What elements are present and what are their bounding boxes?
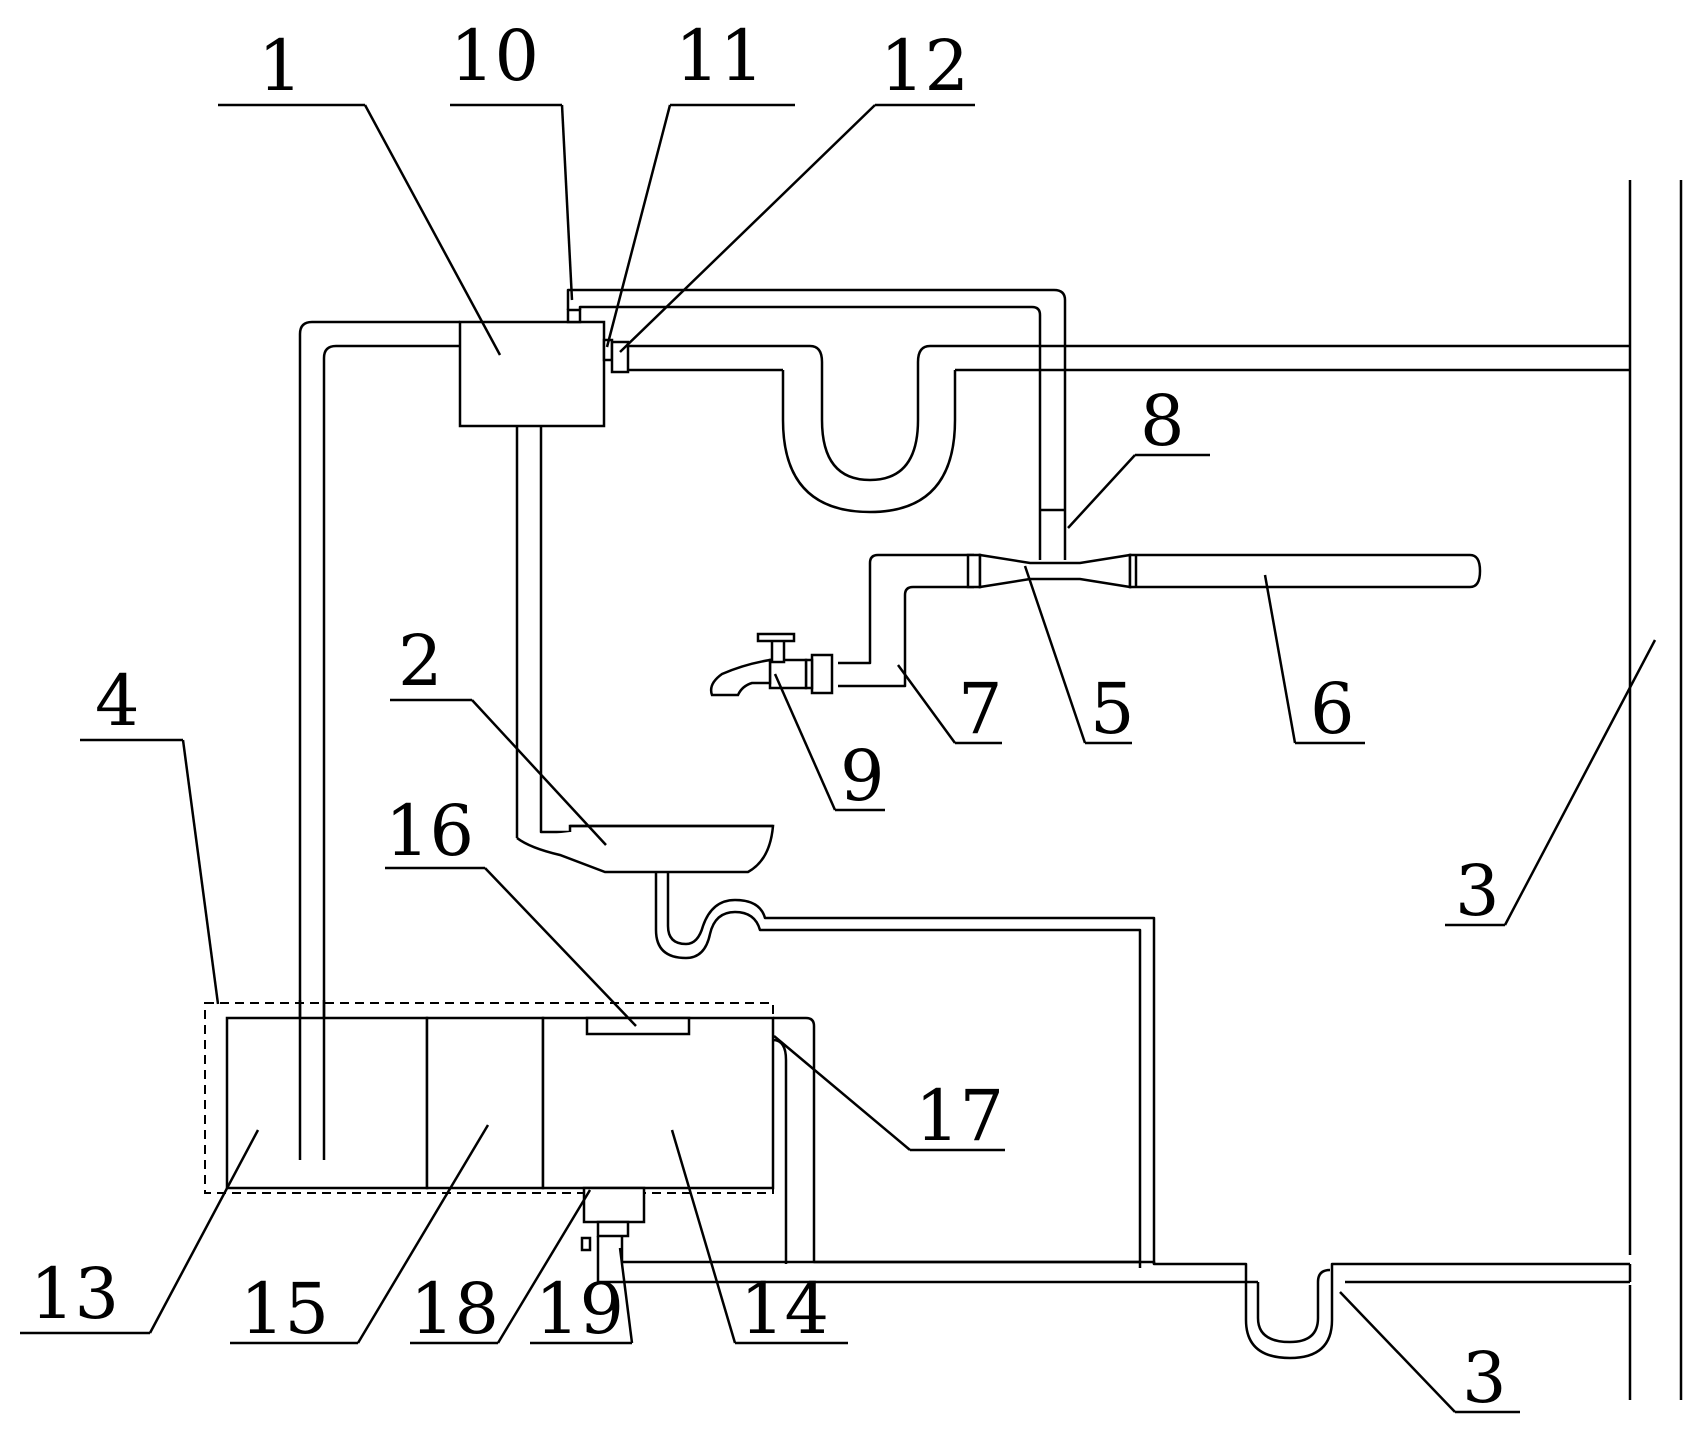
pump-outlet	[580, 1186, 646, 1284]
label-3-right: 3	[1455, 850, 1500, 932]
venturi-5	[978, 553, 1132, 589]
label-10: 10	[450, 15, 539, 97]
venturi-assembly	[838, 553, 1482, 688]
label-18: 18	[410, 1268, 499, 1350]
faucet-9	[709, 632, 834, 697]
label-1: 1	[258, 25, 303, 107]
label-12: 12	[880, 25, 969, 107]
label-13: 13	[30, 1253, 119, 1335]
float-16	[585, 1016, 691, 1036]
pump-18	[582, 1186, 646, 1224]
faucet-handle	[756, 632, 796, 643]
part-labels: 1 10 11 12 8 2 4 7 5 6 9 16 3 17 13 15 1…	[30, 15, 1507, 1419]
venturi-inlet	[966, 553, 982, 589]
label-8: 8	[1140, 380, 1185, 462]
label-5: 5	[1090, 668, 1135, 750]
tank-14	[541, 1016, 775, 1190]
hose-6	[1128, 553, 1482, 589]
basin-drain	[654, 872, 1156, 1268]
label-2: 2	[398, 620, 443, 702]
label-7: 7	[958, 668, 1003, 750]
label-16: 16	[385, 790, 474, 872]
label-14: 14	[740, 1268, 829, 1350]
sensor-10	[566, 308, 582, 324]
outlet-stub	[596, 1220, 630, 1238]
label-9: 9	[840, 735, 885, 817]
valve-19	[580, 1236, 592, 1252]
label-3-bottom: 3	[1462, 1337, 1507, 1419]
wash-basin-2	[516, 824, 775, 874]
tank-15	[425, 1016, 545, 1190]
recycle-pipe-left	[298, 320, 460, 1158]
label-4: 4	[95, 660, 140, 742]
tank-13	[225, 1016, 429, 1190]
supply-pipe-to-basin	[515, 426, 570, 838]
overflow-pipe	[772, 1016, 1140, 1264]
control-box-1	[458, 320, 606, 428]
bottom-drain	[620, 1260, 1632, 1360]
label-6: 6	[1310, 668, 1355, 750]
label-17: 17	[915, 1075, 1004, 1157]
label-15: 15	[240, 1268, 329, 1350]
pipe-to-venturi	[566, 288, 1067, 560]
faucet-stem	[770, 638, 786, 664]
valve-coupling	[810, 653, 834, 695]
wall-and-drain-lines	[628, 180, 1683, 1400]
label-19: 19	[535, 1268, 624, 1350]
leader-lines	[20, 103, 1657, 1414]
label-11: 11	[675, 15, 764, 97]
